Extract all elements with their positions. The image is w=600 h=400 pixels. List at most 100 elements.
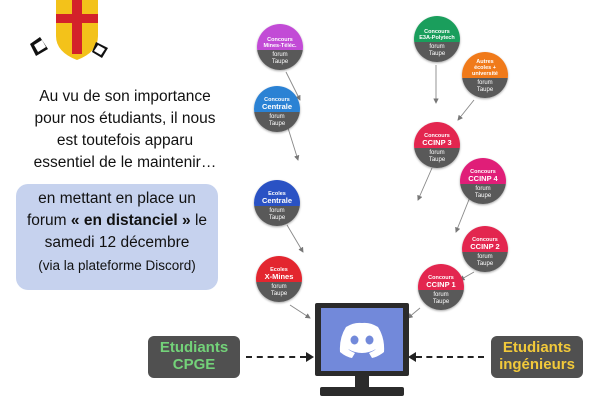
event-text: le	[190, 212, 208, 229]
bubble-kind: Ecoles	[270, 266, 288, 273]
intro-line: Au vu de son importance	[39, 88, 211, 105]
bubble-name: CCINP 3	[422, 137, 452, 147]
bubble-name: Centrale	[261, 101, 292, 111]
bubble-name: X-Mines	[264, 271, 294, 281]
bubble-name: Mines-Téléc.	[263, 42, 297, 49]
students-cpge-line: CPGE	[172, 356, 216, 373]
event-platform: (via la plateforme Discord)	[38, 258, 196, 273]
shield-logo-icon	[30, 0, 108, 60]
bubble-kind: Concours	[428, 274, 454, 281]
bubble-taupe: Taupe	[432, 298, 450, 305]
bubble-forum: forum	[477, 253, 493, 260]
bubble-taupe: Taupe	[476, 260, 494, 267]
students-cpge-label: Etudiants CPGE	[148, 336, 240, 378]
intro-text: Au vu de son importance pour nos étudian…	[14, 86, 236, 174]
students-inge-line: ingénieurs	[499, 356, 575, 373]
event-text: forum	[26, 212, 71, 229]
intro-line: est toutefois apparu	[56, 132, 194, 149]
students-inge-label: Etudiants ingénieurs	[491, 336, 583, 378]
bubble-kind: Concours	[424, 132, 450, 139]
arrowhead-left	[408, 352, 416, 362]
event-emphasis: « en distanciel »	[70, 212, 191, 229]
bubble-taupe: Taupe	[428, 50, 446, 57]
bubble-forum: forum	[271, 283, 287, 290]
dashed-arrow-left	[246, 356, 306, 358]
event-date: samedi 12 décembre	[44, 234, 190, 251]
arrow	[457, 99, 475, 121]
arrow	[417, 167, 433, 201]
bubble-forum: forum	[269, 113, 285, 120]
bubble-name: CCINP 4	[468, 173, 498, 183]
event-line: en mettant en place un	[38, 190, 196, 207]
bubble-taupe: Taupe	[476, 86, 494, 93]
bubble-kind: Autres	[476, 58, 494, 65]
bubble-taupe: Taupe	[268, 120, 286, 127]
bubble-kind: Concours	[264, 96, 290, 103]
arrow	[289, 304, 311, 319]
bubble-forum: forum	[272, 51, 288, 58]
bubble-forum: forum	[429, 43, 445, 50]
event-info-box: en mettant en place un forum « en distan…	[16, 184, 218, 290]
arrow	[287, 127, 300, 161]
arrow	[286, 224, 304, 253]
intro-line: pour nos étudiants, il nous	[34, 110, 216, 127]
bubble-taupe: Taupe	[268, 214, 286, 221]
monitor-screen	[321, 308, 403, 371]
bubble-forum: forum	[475, 185, 491, 192]
bubble-taupe: Taupe	[474, 192, 492, 199]
bubble-kind: Ecoles	[268, 190, 286, 197]
bubble-taupe: Taupe	[270, 290, 288, 297]
bubble-taupe: Taupe	[271, 58, 289, 65]
monitor-stand	[355, 376, 369, 388]
bubble-name: Centrale	[261, 195, 292, 205]
monitor-base	[320, 387, 404, 396]
bubble-forum: forum	[433, 291, 449, 298]
students-inge-line: Etudiants	[502, 339, 572, 356]
bubble-kind: Concours	[424, 28, 450, 35]
monitor	[315, 303, 409, 376]
bubble-kind: Concours	[472, 236, 498, 243]
bubble-name: CCINP 2	[470, 241, 500, 251]
event-line: forum « en distanciel » le	[16, 210, 218, 232]
discord-logo-icon	[339, 322, 385, 358]
dashed-arrow-right	[416, 356, 484, 358]
bubble-forum: forum	[269, 207, 285, 214]
bubble-forum: forum	[429, 149, 445, 156]
arrowhead-right	[306, 352, 314, 362]
bubble-kind: Concours	[267, 36, 293, 43]
bubble-forum: forum	[477, 79, 493, 86]
intro-line: essentiel de le maintenir…	[33, 154, 217, 171]
bubble-name: CCINP 1	[426, 279, 456, 289]
bubble-name: E3A-Polytech	[419, 34, 455, 41]
bubble-name: écoles + université	[472, 64, 498, 77]
students-cpge-line: Etudiants	[159, 339, 229, 356]
bubble-kind: Concours	[470, 168, 496, 175]
